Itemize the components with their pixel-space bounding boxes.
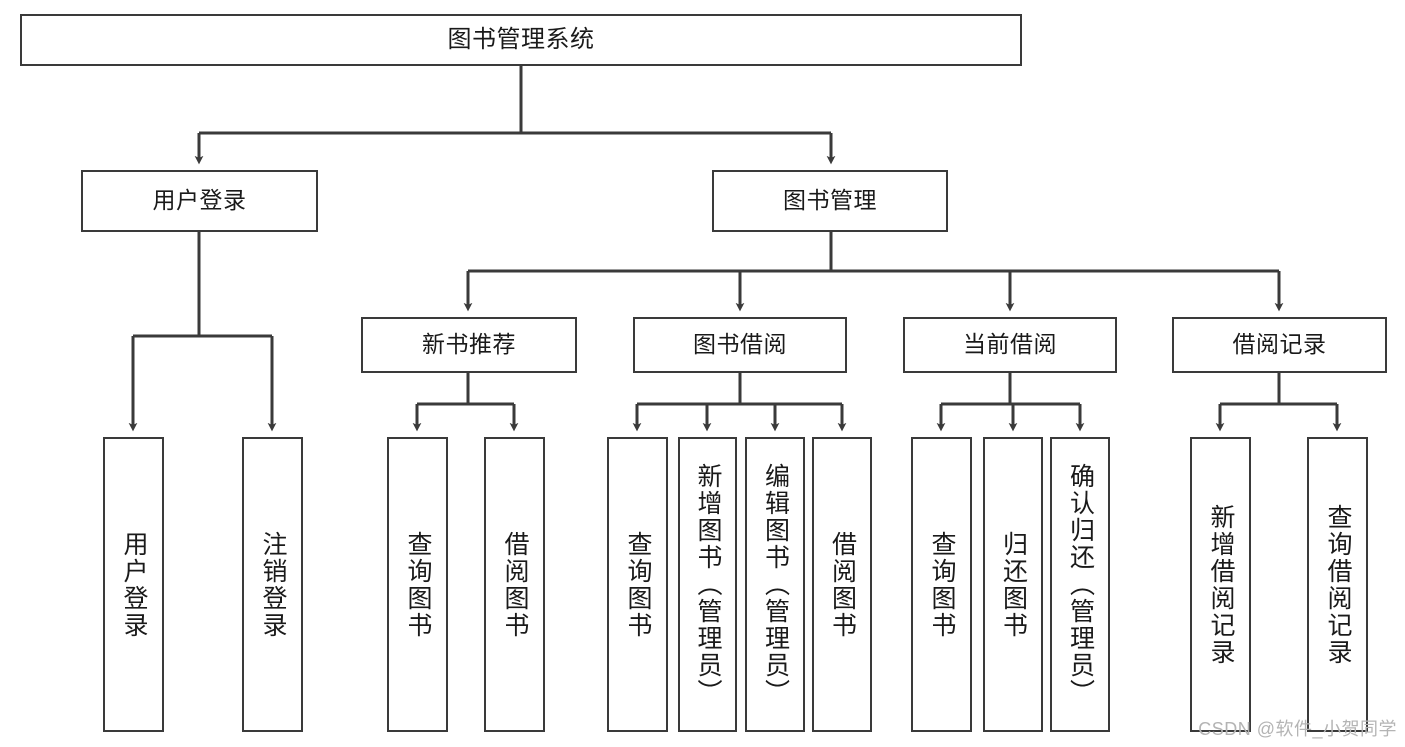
- node-user-login[interactable]: 用户登录: [81, 170, 318, 232]
- node-borrow-record-label: 借阅记录: [1232, 331, 1327, 358]
- node-new-book-rec[interactable]: 新书推荐: [361, 317, 577, 373]
- node-leaf-add-book[interactable]: 新增图书（管理员）: [678, 437, 737, 732]
- node-current-borrow-label: 当前借阅: [963, 331, 1057, 358]
- node-current-borrow[interactable]: 当前借阅: [903, 317, 1117, 373]
- node-leaf-user-login[interactable]: 用户登录: [103, 437, 164, 732]
- node-book-borrow-label: 图书借阅: [693, 331, 787, 358]
- node-leaf-logout-label: 注销登录: [259, 530, 287, 639]
- node-leaf-query-book-2-label: 查询图书: [624, 530, 652, 639]
- node-leaf-borrow-book-1[interactable]: 借阅图书: [484, 437, 545, 732]
- node-leaf-query-record-label: 查询借阅记录: [1324, 503, 1352, 666]
- watermark-text: CSDN @软件_小贺同学: [1198, 719, 1397, 739]
- node-leaf-add-record[interactable]: 新增借阅记录: [1190, 437, 1251, 732]
- node-leaf-query-book-1[interactable]: 查询图书: [387, 437, 448, 732]
- node-leaf-return-book[interactable]: 归还图书: [983, 437, 1043, 732]
- node-user-login-label: 用户登录: [152, 187, 247, 214]
- node-leaf-edit-book-label: 编辑图书（管理员）: [761, 463, 790, 706]
- node-book-manage-label: 图书管理: [783, 187, 877, 214]
- node-leaf-confirm-return[interactable]: 确认归还（管理员）: [1050, 437, 1110, 732]
- node-leaf-add-record-label: 新增借阅记录: [1207, 503, 1235, 666]
- node-new-book-rec-label: 新书推荐: [422, 331, 516, 358]
- node-leaf-query-book-1-label: 查询图书: [404, 530, 432, 639]
- node-leaf-confirm-return-label: 确认归还（管理员）: [1066, 463, 1095, 706]
- node-leaf-borrow-book-2[interactable]: 借阅图书: [812, 437, 872, 732]
- node-leaf-borrow-book-1-label: 借阅图书: [501, 530, 529, 639]
- node-leaf-query-book-2[interactable]: 查询图书: [607, 437, 668, 732]
- node-leaf-return-book-label: 归还图书: [999, 530, 1028, 639]
- node-leaf-query-book-3[interactable]: 查询图书: [911, 437, 972, 732]
- node-leaf-query-record[interactable]: 查询借阅记录: [1307, 437, 1368, 732]
- node-root-label: 图书管理系统: [447, 25, 595, 53]
- node-leaf-query-book-3-label: 查询图书: [928, 530, 956, 639]
- node-leaf-logout[interactable]: 注销登录: [242, 437, 303, 732]
- node-root[interactable]: 图书管理系统: [20, 14, 1022, 66]
- node-leaf-add-book-label: 新增图书（管理员）: [694, 463, 722, 706]
- node-borrow-record[interactable]: 借阅记录: [1172, 317, 1387, 373]
- node-leaf-borrow-book-2-label: 借阅图书: [828, 530, 857, 639]
- node-leaf-edit-book[interactable]: 编辑图书（管理员）: [745, 437, 805, 732]
- node-book-manage[interactable]: 图书管理: [712, 170, 948, 232]
- node-book-borrow[interactable]: 图书借阅: [633, 317, 847, 373]
- node-leaf-user-login-label: 用户登录: [120, 530, 148, 639]
